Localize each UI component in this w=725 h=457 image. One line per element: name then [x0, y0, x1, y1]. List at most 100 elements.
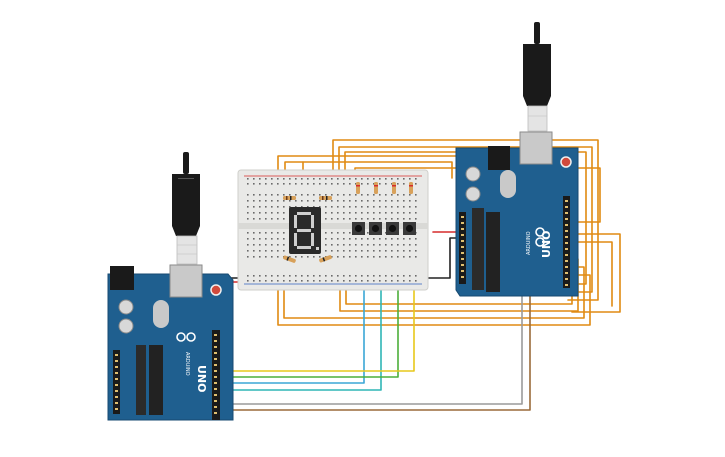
pin-hole: [361, 275, 363, 277]
pin-hole: [337, 250, 339, 252]
pin-hole: [307, 206, 309, 208]
pin-hole: [385, 275, 387, 277]
pin-hole: [349, 244, 351, 246]
pin-hole: [247, 212, 249, 214]
wire-red[interactable]: [432, 225, 459, 233]
pin-hole: [367, 244, 369, 246]
header-pins: [115, 334, 217, 414]
wire-orange[interactable]: [567, 241, 613, 307]
pin-hole: [415, 244, 417, 246]
pin-hole: [461, 222, 464, 224]
wire-orange[interactable]: [344, 151, 587, 285]
pin-hole: [247, 238, 249, 240]
pin-hole: [367, 212, 369, 214]
pin-hole: [361, 280, 363, 282]
pin-hole: [379, 183, 381, 185]
wire-teal[interactable]: [219, 261, 382, 391]
pin-hole: [391, 244, 393, 246]
pin-hole: [319, 178, 321, 180]
pin-hole: [214, 382, 217, 384]
arduino-uno-right[interactable]: UNO ARDUINO: [455, 22, 579, 297]
wire-gray[interactable]: [219, 287, 545, 405]
pin-hole: [313, 194, 315, 196]
wire-blue[interactable]: [219, 261, 365, 384]
pin-hole: [277, 183, 279, 185]
pin-hole: [373, 218, 375, 220]
pin-hole: [373, 194, 375, 196]
pin-hole: [265, 212, 267, 214]
pin-hole: [409, 256, 411, 258]
pin-hole: [385, 194, 387, 196]
pin-hole: [361, 238, 363, 240]
pin-hole: [283, 206, 285, 208]
pin-hole: [379, 244, 381, 246]
pin-hole: [343, 275, 345, 277]
pin-hole: [355, 206, 357, 208]
pin-hole: [391, 256, 393, 258]
wire-orange[interactable]: [567, 233, 621, 313]
pin-hole: [337, 218, 339, 220]
pin-hole: [295, 200, 297, 202]
pin-hole: [283, 238, 285, 240]
pin-hole: [283, 280, 285, 282]
pin-hole: [301, 256, 303, 258]
pin-hole: [289, 280, 291, 282]
pin-hole: [403, 218, 405, 220]
pin-hole: [247, 178, 249, 180]
pin-hole: [385, 238, 387, 240]
pin-hole: [337, 183, 339, 185]
pushbutton[interactable]: [352, 222, 365, 235]
pin-hole: [271, 275, 273, 277]
pin-hole: [385, 256, 387, 258]
pin-hole: [403, 238, 405, 240]
pin-hole: [313, 206, 315, 208]
pin-hole: [415, 238, 417, 240]
pin-hole: [253, 206, 255, 208]
pin-hole: [565, 260, 568, 262]
pushbutton[interactable]: [369, 222, 382, 235]
pin-hole: [214, 370, 217, 372]
pin-hole: [379, 256, 381, 258]
pin-hole: [271, 232, 273, 234]
board-model-label: UNO: [195, 365, 208, 393]
pin-hole: [379, 200, 381, 202]
pin-hole: [461, 258, 464, 260]
pin-hole: [391, 238, 393, 240]
pin-hole: [319, 206, 321, 208]
wire-black[interactable]: [424, 237, 459, 279]
wire-orange[interactable]: [277, 261, 591, 326]
pin-hole: [271, 218, 273, 220]
pushbutton[interactable]: [386, 222, 399, 235]
pin-hole: [295, 206, 297, 208]
pin-hole: [307, 183, 309, 185]
pin-hole: [331, 183, 333, 185]
pin-hole: [331, 206, 333, 208]
pushbutton[interactable]: [403, 222, 416, 235]
pin-hole: [283, 178, 285, 180]
pin-hole: [385, 244, 387, 246]
pin-hole: [409, 200, 411, 202]
pin-hole: [397, 194, 399, 196]
pin-hole: [391, 183, 393, 185]
pin-hole: [331, 200, 333, 202]
pin-hole: [415, 194, 417, 196]
pin-hole: [403, 183, 405, 185]
pin-hole: [319, 275, 321, 277]
pin-hole: [337, 200, 339, 202]
pin-hole: [247, 244, 249, 246]
pin-hole: [355, 200, 357, 202]
pin-hole: [271, 250, 273, 252]
pin-hole: [265, 244, 267, 246]
pin-hole: [115, 360, 118, 362]
pin-hole: [325, 178, 327, 180]
arduino-uno-left[interactable]: UNO ARDUINO: [107, 152, 234, 421]
pin-hole: [283, 183, 285, 185]
pin-hole: [295, 256, 297, 258]
wire-green[interactable]: [219, 249, 399, 378]
pin-hole: [367, 183, 369, 185]
pin-hole: [343, 250, 345, 252]
pin-hole: [283, 275, 285, 277]
pin-hole: [391, 200, 393, 202]
seven-segment-display-icon[interactable]: [289, 207, 321, 254]
